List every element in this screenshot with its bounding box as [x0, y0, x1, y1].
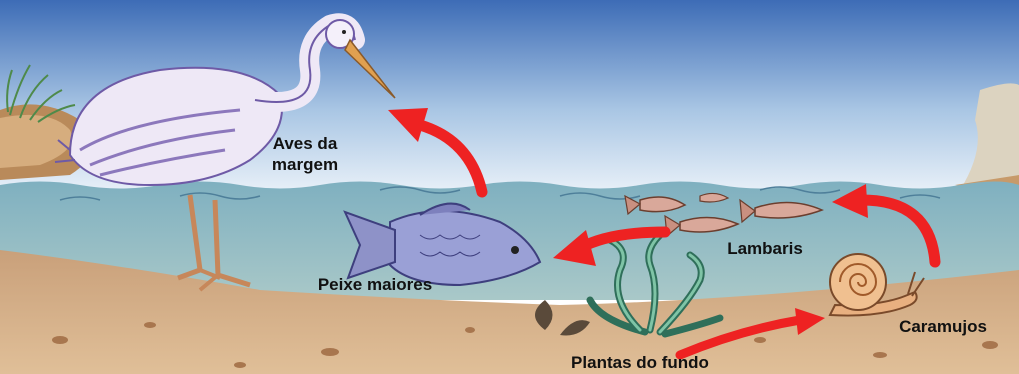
label-aves-line-1: Aves da [272, 134, 338, 153]
lambari-fish-3 [739, 198, 824, 224]
underwater-plants-highlight [608, 233, 703, 334]
lambari-fish-1 [624, 194, 687, 216]
label-caramujos: Caramujos [899, 317, 987, 336]
riverbed [0, 250, 1019, 374]
arrow-snail-to-lambaris [832, 184, 941, 268]
arrow-plants-to-snail [675, 308, 825, 360]
label-lambaris: Lambaris [727, 239, 803, 258]
label-plantas-do-fundo: Plantas do fundo [571, 353, 709, 372]
label-aves-line-2: margem [271, 155, 339, 174]
heron [54, 13, 396, 292]
snail [828, 253, 925, 317]
lambari-fish-4 [699, 192, 730, 203]
label-aves-da-margem: Aves da margem [240, 133, 370, 175]
arrow-fish-to-heron [388, 108, 488, 198]
pebbles [52, 322, 998, 368]
big-fish [343, 202, 542, 287]
arrow-lambaris-to-fish [553, 226, 671, 266]
leaf-sprout [535, 300, 590, 336]
label-peixe-maiores: Peixe maiores [317, 275, 433, 294]
